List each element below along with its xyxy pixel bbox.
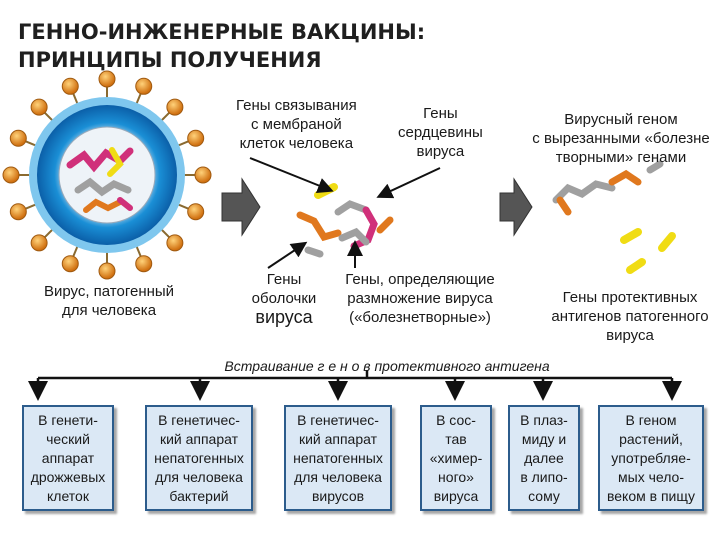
- target-box-plants: В геном растений, употребляе- мых чело- …: [598, 405, 704, 511]
- spike-head: [61, 77, 79, 95]
- spike-head: [135, 77, 153, 95]
- page-title: ГЕННО-ИНЖЕНЕРНЫЕ ВАКЦИНЫ: ПРИНЦИПЫ ПОЛУЧ…: [18, 18, 478, 74]
- spike-head: [30, 234, 48, 252]
- virus-spikes: [2, 70, 212, 280]
- spike-head: [30, 98, 48, 116]
- shell-genes-label: Гены оболочки вируса: [251, 271, 317, 327]
- target-box-chimeric-virus: В сос- тав «химер- ного» вируса: [420, 405, 492, 511]
- modified-genome: [552, 160, 664, 216]
- target-box-plasmid: В плаз- миду и далее в липо- сому: [508, 405, 580, 511]
- spike-head: [2, 166, 20, 184]
- spike-head: [98, 262, 116, 280]
- virus-illustration: [2, 70, 212, 280]
- spike-head: [166, 234, 184, 252]
- spike-head: [135, 255, 153, 273]
- spike-head: [98, 70, 116, 88]
- virus-label: Вирус, патогенный для человека: [43, 283, 175, 319]
- spike-head: [9, 203, 27, 221]
- title-line-1: ГЕННО-ИНЖЕНЕРНЫЕ ВАКЦИНЫ:: [18, 20, 426, 44]
- binding-genes-label: Гены связывания с мембраной клеток челов…: [236, 97, 357, 152]
- spike-head: [9, 129, 27, 147]
- target-box-viruses: В генетичес- кий аппарат непатогенных дл…: [284, 405, 392, 511]
- distribution-tree: [28, 370, 682, 401]
- spike-head: [187, 129, 205, 147]
- gene-cluster: [296, 183, 394, 258]
- spike-head: [61, 255, 79, 273]
- spike-head: [194, 166, 212, 184]
- target-box-bacteria: В генетичес- кий аппарат непатогенных дл…: [145, 405, 253, 511]
- pointer-arrows: [249, 157, 441, 269]
- reproduction-genes-label: Гены, определяющие размножение вируса («…: [345, 271, 495, 326]
- title-line-2: ПРИНЦИПЫ ПОЛУЧЕНИЯ: [18, 48, 322, 72]
- target-box-yeast: В генети- ческий аппарат дрожжевых клето…: [22, 405, 114, 511]
- viral-genome-label: Вирусный геном с вырезанными «болезне тв…: [532, 111, 710, 166]
- protective-genes: [620, 228, 676, 274]
- virus-genome-strand: [66, 147, 134, 213]
- spike-head: [187, 203, 205, 221]
- protective-genes-label: Гены протективных антигенов патогенного …: [551, 289, 709, 344]
- core-genes-label: Гены сердцевины вируса: [398, 105, 483, 160]
- process-arrow-2: [499, 177, 533, 237]
- embedding-caption: Встраивание г е н о в протективного анти…: [224, 358, 550, 374]
- spike-head: [166, 98, 184, 116]
- process-arrow-1: [221, 177, 261, 237]
